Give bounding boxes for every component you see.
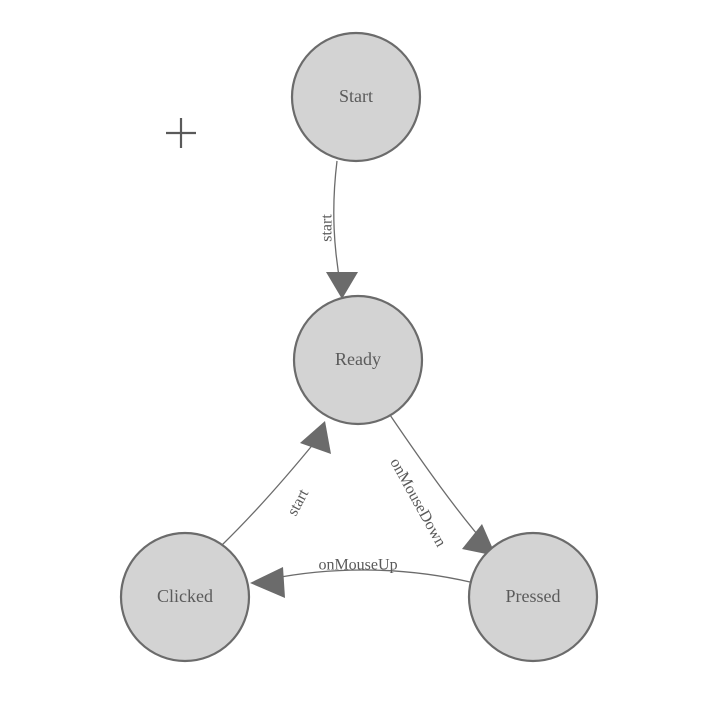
node-circle[interactable] [119,531,251,663]
node-circle[interactable] [292,294,424,426]
crosshair-icon[interactable] [166,118,196,148]
node-clicked[interactable]: Clicked [119,531,251,663]
edge-start-to-ready[interactable]: start [319,160,358,299]
edge-label-clicked-to-ready: start [284,486,312,519]
arrowhead-icon [250,567,285,598]
node-pressed[interactable]: Pressed [467,531,599,663]
node-start[interactable]: Start [290,31,422,163]
arrowhead-icon [326,272,358,299]
edge-line [221,441,316,546]
node-label-clicked: Clicked [157,586,213,606]
node-label-ready: Ready [335,349,381,369]
node-circle[interactable] [290,31,422,163]
node-ready[interactable]: Ready [292,294,424,426]
arrowhead-icon [462,524,496,556]
node-label-pressed: Pressed [506,586,561,606]
edge-line [269,569,471,583]
edge-label-pressed-to-clicked: onMouseUp [318,557,397,574]
edge-label-ready-to-pressed: onMouseDown [386,455,449,550]
edge-label-start-to-ready: start [319,214,336,242]
node-circle[interactable] [467,531,599,663]
edge-clicked-to-ready[interactable]: start [221,421,331,546]
node-label-start: Start [339,86,373,106]
edge-ready-to-pressed[interactable]: onMouseDown [386,414,496,556]
arrowhead-icon [300,421,331,454]
edge-pressed-to-clicked[interactable]: onMouseUp [250,557,471,598]
